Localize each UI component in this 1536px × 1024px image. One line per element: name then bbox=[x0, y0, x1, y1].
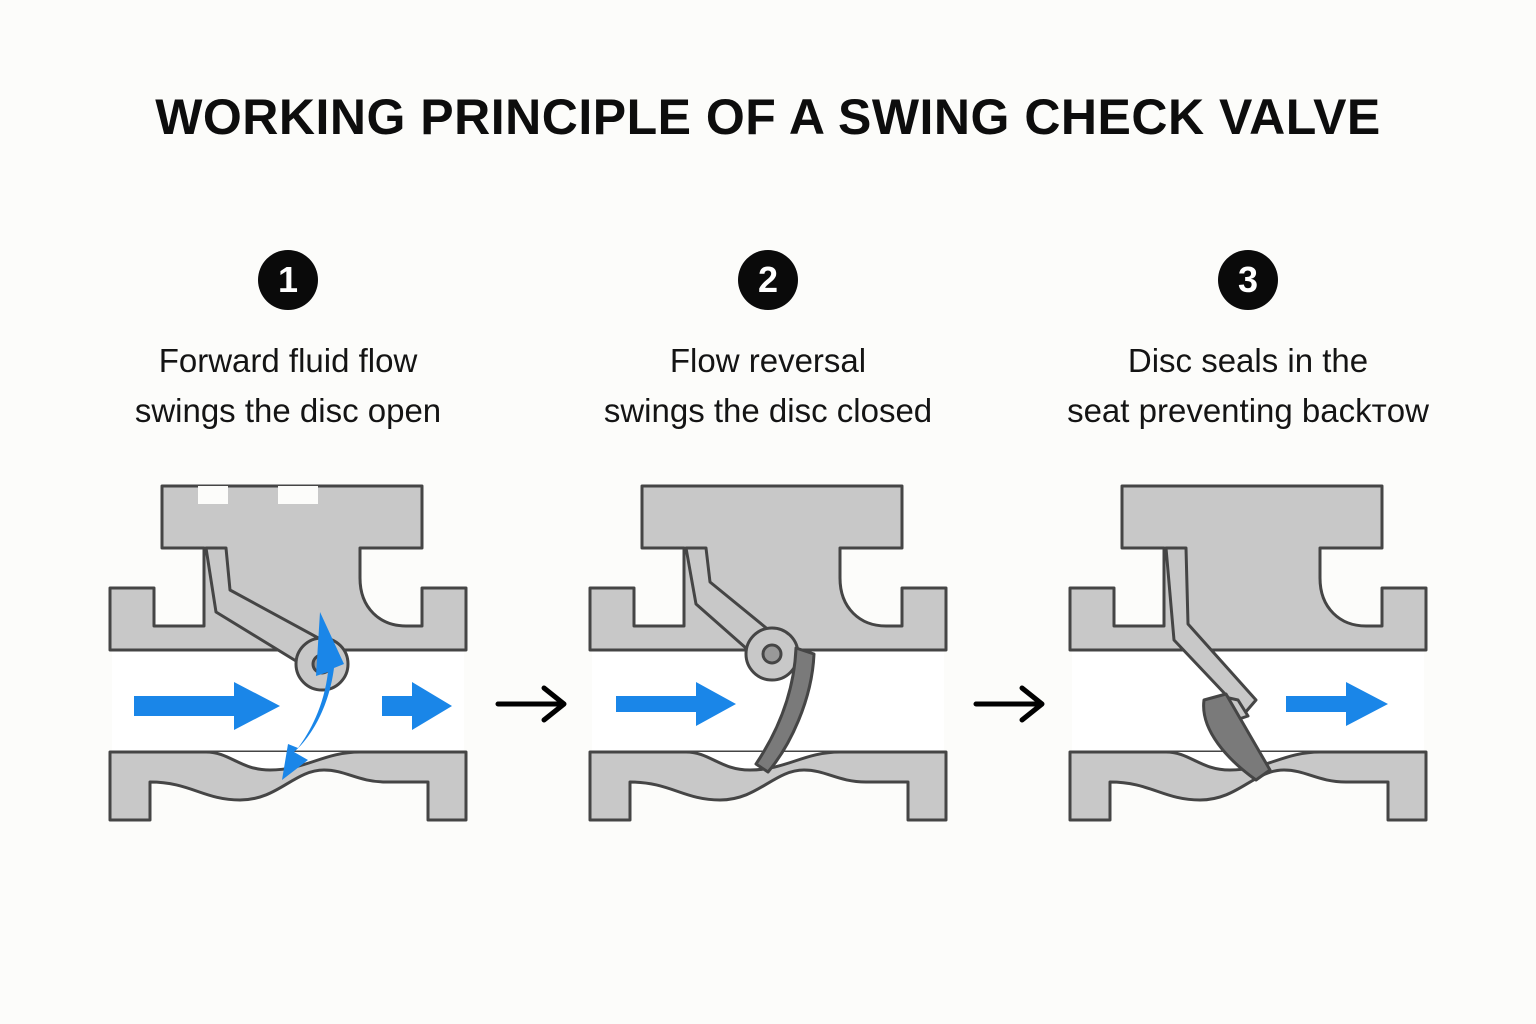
swing-flow-arrow-icon bbox=[282, 612, 344, 780]
step-1-number-badge: 1 bbox=[258, 250, 318, 310]
step-1-caption-line-1: Forward fluid flow bbox=[158, 342, 418, 379]
step-3-number-badge: 3 bbox=[1218, 250, 1278, 310]
valve-3-seated-disc bbox=[1202, 692, 1272, 782]
step-arrow-icon bbox=[495, 685, 567, 723]
valve-3-hinge-arm bbox=[1164, 546, 1258, 716]
forward-flow-arrow-icon bbox=[616, 682, 736, 726]
step-3-caption: Disc seals in the seat preventing backтo… bbox=[1008, 336, 1488, 436]
step-1: 1 Forward fluid flow swings the disc ope… bbox=[48, 250, 528, 436]
forward-flow-arrow-icon bbox=[134, 682, 280, 730]
valve-1 bbox=[108, 484, 468, 822]
step-2-number-badge: 2 bbox=[738, 250, 798, 310]
step-3: 3 Disc seals in the seat preventing back… bbox=[1008, 250, 1488, 436]
step-1-caption: Forward fluid flow swings the disc open bbox=[48, 336, 528, 436]
step-2-caption-line-2: swings the disc closed bbox=[603, 392, 933, 429]
diagram-title: WORKING PRINCIPLE OF A SWING CHECK VALVE bbox=[155, 89, 1381, 145]
valve-2-disc bbox=[754, 646, 816, 774]
step-2-caption-line-1: Flow reversal bbox=[669, 342, 867, 379]
forward-flow-arrow-icon bbox=[1286, 682, 1388, 726]
step-arrow-icon bbox=[973, 685, 1045, 723]
step-1-caption-line-2: swings the disc open bbox=[134, 392, 442, 429]
step-3-caption-line-1: Disc seals in the bbox=[1127, 342, 1369, 379]
valve-3 bbox=[1068, 484, 1428, 822]
valve-2 bbox=[588, 484, 948, 822]
step-2-caption: Flow reversal swings the disc closed bbox=[528, 336, 1008, 436]
step-3-caption-line-2: seat preventing backтow bbox=[1067, 392, 1429, 429]
step-2: 2 Flow reversal swings the disc closed bbox=[528, 250, 1008, 436]
forward-flow-arrow-icon bbox=[382, 682, 452, 730]
